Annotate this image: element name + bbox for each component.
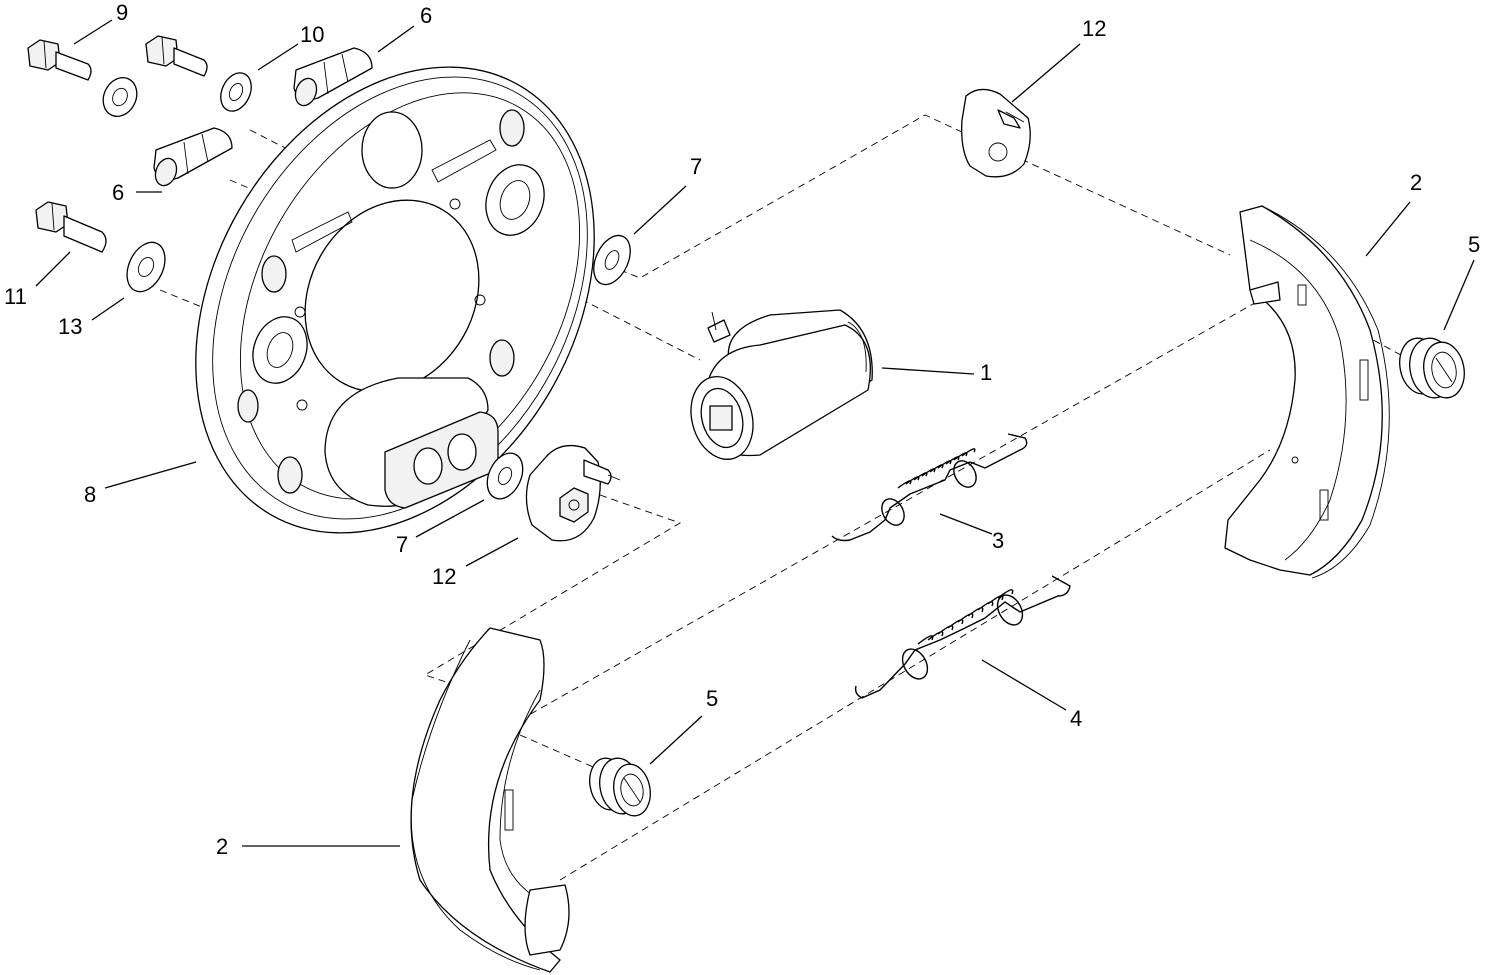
washer-13 bbox=[126, 241, 166, 293]
adjusting-cam-12-top bbox=[961, 88, 1031, 178]
washer-10 bbox=[220, 72, 252, 112]
callout-labels: 1 2 2 3 4 5 5 6 6 7 7 8 9 10 11 12 12 13 bbox=[4, 0, 1480, 859]
backing-plate-8 bbox=[195, 66, 595, 534]
wheel-cylinder-1 bbox=[690, 309, 873, 460]
callout-8: 8 bbox=[84, 482, 96, 507]
callout-2-left: 2 bbox=[216, 834, 228, 859]
callout-leader-lines bbox=[35, 19, 1475, 847]
callout-11: 11 bbox=[4, 284, 27, 309]
callout-9: 9 bbox=[116, 0, 128, 25]
callout-3: 3 bbox=[992, 528, 1004, 553]
callout-7-top: 7 bbox=[690, 154, 702, 179]
bolt-11 bbox=[35, 201, 107, 253]
callout-10: 10 bbox=[300, 22, 324, 47]
washer-7-top bbox=[593, 234, 631, 286]
adjusting-cam-12-bottom bbox=[525, 444, 621, 542]
callout-12-bottom: 12 bbox=[432, 564, 456, 589]
callout-5-bottom: 5 bbox=[706, 686, 718, 711]
callout-4: 4 bbox=[1070, 706, 1082, 731]
adjuster-6-top bbox=[293, 47, 373, 107]
callout-1: 1 bbox=[980, 360, 992, 385]
callout-13: 13 bbox=[58, 314, 82, 339]
holddown-spring-5-bottom bbox=[589, 757, 651, 817]
callout-6-left: 6 bbox=[112, 180, 124, 205]
washer-7-bottom bbox=[486, 452, 524, 500]
return-spring-4 bbox=[854, 575, 1071, 699]
bolt-9 bbox=[27, 39, 92, 81]
callout-12-top: 12 bbox=[1082, 16, 1106, 41]
washer-9 bbox=[102, 77, 138, 117]
holddown-spring-5-right bbox=[1399, 337, 1465, 399]
callout-7-bottom: 7 bbox=[396, 532, 408, 557]
brake-shoe-2-left bbox=[410, 627, 570, 973]
bolt-10 bbox=[145, 35, 208, 77]
callout-6-top: 6 bbox=[420, 3, 432, 28]
return-spring-3 bbox=[831, 433, 1028, 542]
callout-5-right: 5 bbox=[1468, 232, 1480, 257]
callout-2-right: 2 bbox=[1410, 170, 1422, 195]
adjuster-6-left bbox=[153, 127, 233, 187]
brake-shoe-2-right bbox=[1224, 205, 1390, 579]
